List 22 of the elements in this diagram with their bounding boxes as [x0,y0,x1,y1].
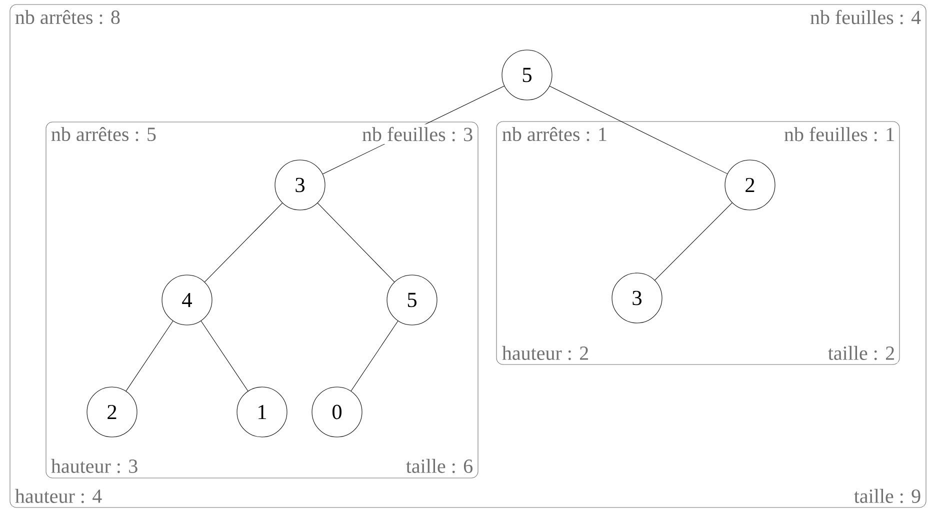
corner-label: taille : 2 [825,343,898,363]
panel-box [46,122,478,478]
corner-label: nb arrêtes : 8 [12,7,124,27]
tree-edge [654,202,732,280]
corner-label: nb feuilles : 1 [781,124,898,144]
tree-edge [200,320,248,392]
corner-label: hauteur : 4 [12,486,105,506]
corner-label: taille : 9 [851,486,924,506]
tree-edge [549,86,728,174]
tree-edge [317,202,395,282]
corner-label: nb arrêtes : 1 [499,124,610,144]
corner-label: hauteur : 3 [48,456,141,476]
panel-box [496,121,900,365]
corner-label: hauteur : 2 [499,343,592,363]
panel-box [10,4,926,508]
tree-edge [126,320,174,392]
tree-edge [204,202,283,282]
corner-label: nb arrêtes : 5 [48,124,160,144]
tree-edge [350,320,398,392]
corner-label: taille : 6 [403,456,476,476]
corner-label: nb feuilles : 3 [359,124,476,144]
corner-label: nb feuilles : 4 [807,7,924,27]
